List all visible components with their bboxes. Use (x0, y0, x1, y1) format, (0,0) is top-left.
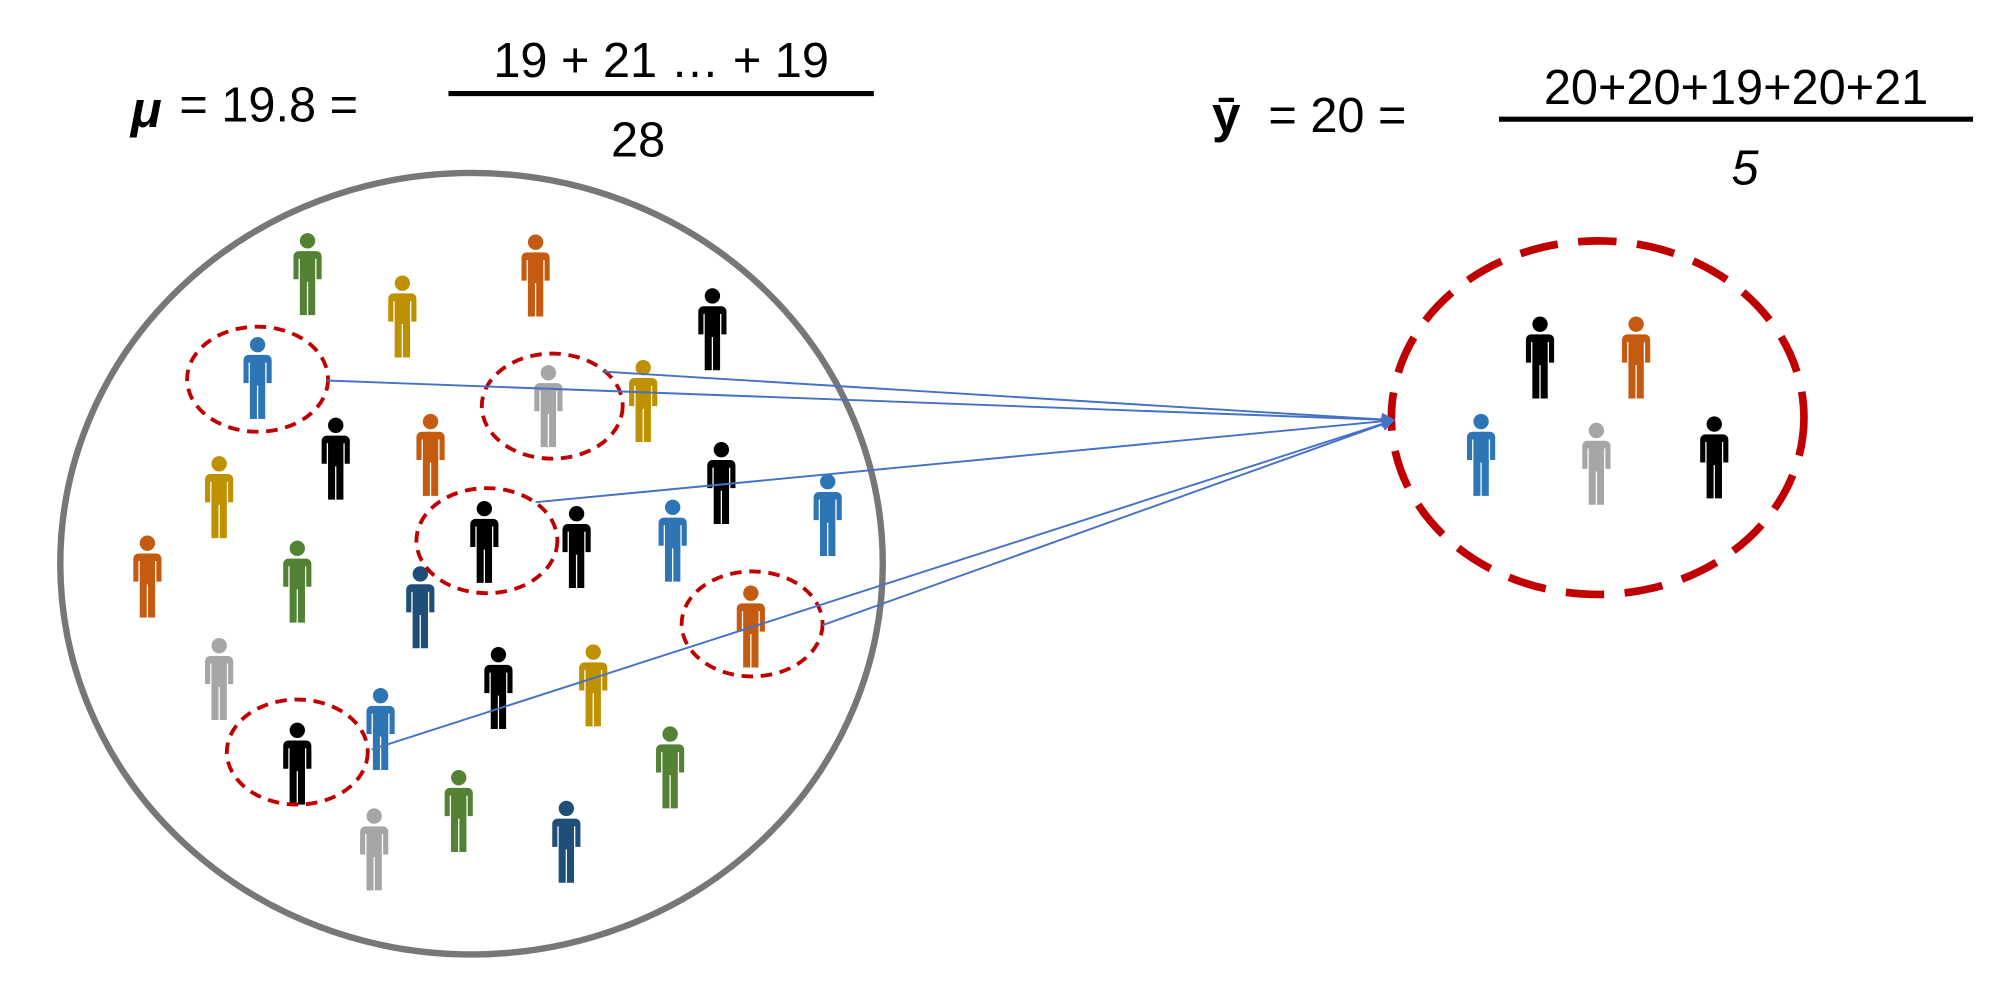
person-icon-blue (813, 474, 842, 557)
person-icon-gray (534, 365, 563, 448)
person-icon-black (562, 506, 591, 589)
person-icon-green (444, 769, 473, 852)
person-icon-blue (658, 499, 687, 582)
person-icon-orange (1622, 316, 1651, 399)
sample-mean-value: = 20 = (1268, 89, 1406, 143)
person-icon-orange (521, 234, 550, 317)
person-icon-gold (205, 456, 234, 539)
person-icon-gray (1582, 422, 1611, 505)
selection-circle (224, 697, 370, 807)
person-icon-black (484, 646, 513, 729)
y-bar-symbol: ȳ (1212, 86, 1241, 143)
selection-circle (414, 486, 560, 596)
person-icon-black (1525, 316, 1555, 399)
person-icon-gray (360, 808, 389, 891)
person-icon-black (1700, 416, 1729, 499)
sampling-arrow (371, 417, 1396, 751)
person-icon-gold (388, 275, 417, 358)
person-icon-navy (552, 800, 581, 883)
mu-symbol: μ (129, 81, 162, 138)
person-icon-gold (629, 360, 658, 443)
person-icon-blue (366, 687, 395, 770)
selected-highlights (185, 324, 825, 807)
person-icon-orange (416, 413, 445, 496)
sampling-arrow (822, 417, 1396, 627)
sampling-arrows (326, 370, 1396, 751)
selection-circle (479, 351, 625, 461)
population-mean-value: = 19.8 = (179, 79, 358, 133)
population-people (133, 233, 842, 891)
sampling-arrow (326, 379, 1396, 427)
person-icon-black (470, 500, 499, 583)
person-icon-gray (205, 638, 234, 721)
person-icon-black (283, 722, 312, 805)
sample-mean-formula: ȳ = 20 = 20+20+19+20+21 5 (1212, 61, 1974, 195)
sample-circle (1387, 237, 1808, 599)
sample-people (1467, 316, 1729, 505)
person-icon-navy (406, 566, 435, 649)
sample-numerator: 20+20+19+20+21 (1544, 61, 1928, 115)
sampling-arrow (535, 414, 1396, 504)
selection-circle (679, 569, 825, 679)
population-numerator: 19 + 21 … + 19 (493, 34, 829, 88)
person-icon-black (698, 288, 727, 371)
person-icon-blue (1467, 413, 1496, 496)
person-icon-black (321, 417, 350, 500)
sample-denominator: 5 (1731, 141, 1759, 195)
population-mean-formula: μ = 19.8 = 19 + 21 … + 19 28 (129, 34, 874, 167)
sampling-arrow (602, 370, 1396, 427)
person-icon-green (293, 233, 322, 316)
selection-circle (185, 324, 330, 434)
population-circle (57, 169, 886, 958)
person-icon-green (656, 726, 685, 809)
person-icon-gold (579, 644, 608, 727)
person-icon-blue (243, 336, 272, 419)
person-icon-orange (133, 535, 162, 618)
population-denominator: 28 (611, 113, 665, 167)
person-icon-green (283, 540, 312, 623)
